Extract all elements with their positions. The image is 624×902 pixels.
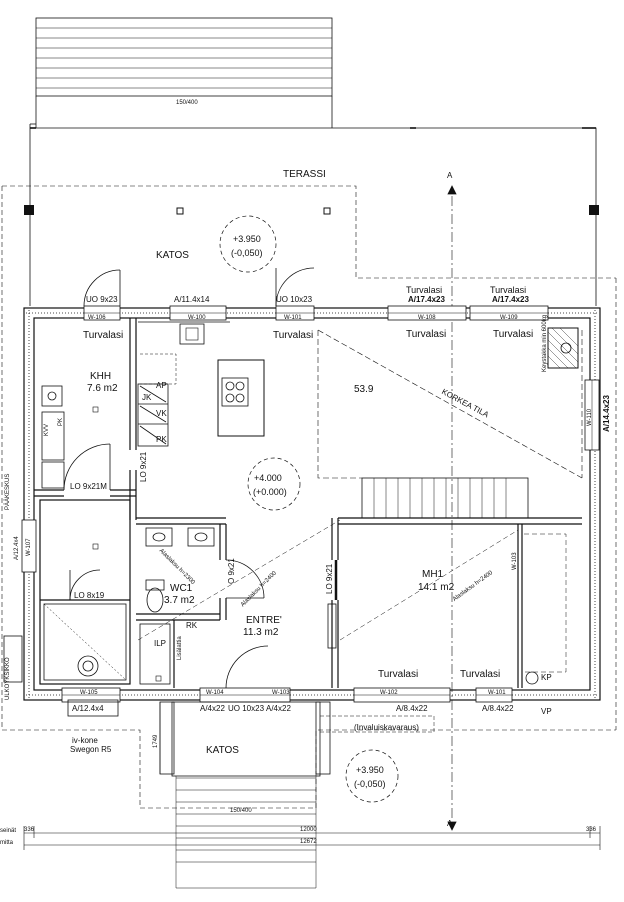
fixture-vp: VP [541,707,552,716]
fixture-kp: KP [541,673,552,682]
center-level-sub: (+0.000) [253,487,287,497]
window-tag-w110: W-110 [587,408,593,426]
mh1-name: MH1 [422,569,444,580]
bottom-window-a-8-4x22-1: A/8.4x22 [396,704,428,713]
wc-area: 3.7 m2 [164,595,195,606]
katos-top-level: +3.950 [233,234,261,244]
fixture-kvv: KVV [44,423,50,436]
katos-top-level-sub: (-0,050) [231,248,263,258]
terrace-label: TERASSI [283,169,326,180]
window-tag-w103-side: W-103 [512,552,518,570]
window-tag-w105: W-105 [80,690,98,696]
side-label-a-12-4x4: A/12.4x4 [14,536,20,560]
dim-mid2: 12672 [300,839,317,845]
section-marker-top: A [447,171,453,180]
window-a-r2: A/17.4x23 [492,295,529,304]
safety-glass-living-2: Turvalasi [406,329,447,340]
hall-area: 11.3 m2 [243,627,279,638]
hall-name: ENTRE' [246,615,282,626]
door-o-9x21: O 9x21 [227,558,236,584]
fixture-lisalattia: Lisälattia [177,636,183,660]
iv-line2: Swegon R5 [70,745,112,754]
window-a-r1: A/17.4x23 [408,295,445,304]
iv-line1: iv-kone [72,736,98,745]
fixture-rk: RK [186,621,198,630]
dim-label-measure: mitta [0,840,14,846]
khh-name: KHH [90,371,112,382]
fixture-vk: VK [156,409,167,418]
safety-glass-living-1: Turvalasi [273,330,314,341]
fixture-ilp: ILP [154,639,167,648]
dim-label-walls: seinät [0,828,17,834]
center-level-value: +4.000 [254,473,282,483]
door-lo-khh: LO 9x21 [139,451,148,482]
window-uo-left: UO 9x23 [86,295,118,304]
window-tag-w101-bottom: W-101 [488,690,506,696]
door-lo-mh: LO 9x21 [325,563,334,594]
fixture-pk-small: PK [58,417,64,426]
dim-mid1: 12000 [300,827,317,833]
accessibility-note: (Invaluiskavaraus) [354,723,419,732]
window-tag-w104: W-104 [206,690,224,696]
safety-glass-r2-top: Turvalasi [490,285,527,295]
window-tag-w109: W-109 [500,315,518,321]
window-a-side: A/14.4x23 [602,395,611,432]
khh-area: 7.6 m2 [87,383,118,394]
side-label-paakeskus: PÄÄKESKUS [5,473,11,510]
window-tag-w107: W-107 [26,538,32,556]
entry-depth-dim: 1749 [153,734,159,748]
bottom-window-uo-10x23: UO 10x23 [228,704,265,713]
fixture-jk: JK [142,393,152,402]
fireplace-note: Keystakka min 600kg [542,314,548,372]
safety-glass-r1-top: Turvalasi [406,285,443,295]
window-a-mid: A/11.4x14 [174,295,210,304]
katos-bottom-label: KATOS [206,745,239,756]
window-tag-w101: W-101 [284,315,302,321]
bottom-window-a-12-4x4: A/12.4x4 [72,704,104,713]
window-tag-w102: W-102 [380,690,398,696]
fixture-ap: AP [156,381,167,390]
side-label-ulkoyksikko: ULKOYKSIKKÖ [5,657,11,700]
bottom-window-a-4x22-1: A/4x22 [200,704,225,713]
safety-glass-mh-1: Turvalasi [378,669,419,680]
fixture-pk: PK [156,435,167,444]
section-marker-bottom: A [447,819,453,828]
katos-top-label: KATOS [156,250,189,261]
living-area: 53.9 [354,384,374,395]
safety-glass-living-3: Turvalasi [493,329,534,340]
bottom-level-sub: (-0,050) [354,779,386,789]
bottom-window-a-8-4x22-2: A/8.4x22 [482,704,514,713]
bottom-window-a-4x22-2: A/4x22 [266,704,291,713]
safety-glass-mh-2: Turvalasi [460,669,501,680]
window-uo-right: UO 10x23 [276,295,313,304]
wc-name: WC1 [170,583,193,594]
dim-right: 336 [586,827,597,833]
safety-glass-khh: Turvalasi [83,330,124,341]
bottom-level-value: +3.950 [356,765,384,775]
window-tag-w100: W-100 [188,315,206,321]
bottom-steps-label: 150/400 [230,808,252,814]
dim-left: 336 [24,827,35,833]
door-lo-9x21m: LO 9x21M [70,482,107,491]
terrace-steps-label: 150/400 [176,100,198,106]
window-tag-w103: W-103 [272,690,290,696]
mh1-area: 14.1 m2 [418,582,455,593]
window-tag-w108: W-108 [418,315,436,321]
window-tag-w106: W-106 [88,315,106,321]
door-lo-8x19: LO 8x19 [74,591,105,600]
